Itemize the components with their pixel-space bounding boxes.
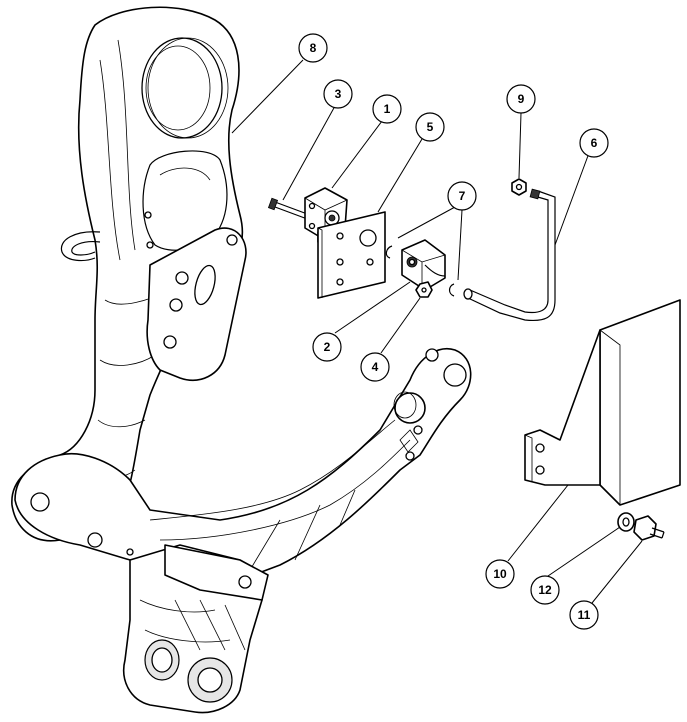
nut-item-4 bbox=[415, 281, 433, 298]
mounting-plate-item-5 bbox=[317, 211, 386, 299]
callout-1: 1 bbox=[372, 94, 402, 124]
callout-4: 4 bbox=[360, 352, 390, 382]
main-arm-casting bbox=[11, 6, 247, 542]
svg-text:9: 9 bbox=[518, 92, 525, 106]
callout-2: 2 bbox=[312, 332, 342, 362]
rod-item-6 bbox=[463, 188, 556, 322]
svg-text:10: 10 bbox=[493, 567, 507, 581]
clip-item-7-left bbox=[385, 245, 393, 259]
callout-5: 5 bbox=[415, 112, 445, 142]
svg-text:11: 11 bbox=[578, 608, 591, 622]
svg-text:1: 1 bbox=[384, 102, 391, 116]
svg-text:3: 3 bbox=[335, 87, 342, 101]
bracket-item-2 bbox=[401, 239, 446, 291]
svg-text:2: 2 bbox=[324, 340, 331, 354]
callout-9: 9 bbox=[506, 84, 536, 114]
angle-bracket-item-10 bbox=[524, 299, 681, 506]
svg-text:4: 4 bbox=[372, 360, 379, 374]
lower-hub-mount bbox=[123, 544, 269, 714]
bolt-item-3 bbox=[267, 197, 311, 221]
callout-6: 6 bbox=[579, 128, 609, 158]
callout-10: 10 bbox=[485, 559, 515, 589]
svg-text:5: 5 bbox=[427, 120, 434, 134]
lower-link-arm bbox=[14, 348, 472, 581]
callout-12: 12 bbox=[530, 575, 560, 605]
clip-item-7-right bbox=[448, 283, 455, 297]
svg-text:7: 7 bbox=[459, 189, 466, 203]
svg-text:12: 12 bbox=[538, 583, 552, 597]
callout-7: 7 bbox=[447, 181, 477, 211]
leader-lines bbox=[231, 59, 643, 604]
washer-item-12 bbox=[617, 512, 635, 532]
callout-11: 11 bbox=[569, 600, 599, 630]
svg-text:8: 8 bbox=[310, 41, 317, 55]
svg-text:6: 6 bbox=[591, 136, 598, 150]
callout-8: 8 bbox=[298, 33, 328, 63]
callout-3: 3 bbox=[323, 79, 353, 109]
nut-item-9 bbox=[511, 178, 527, 196]
bolt-item-11 bbox=[633, 515, 665, 541]
